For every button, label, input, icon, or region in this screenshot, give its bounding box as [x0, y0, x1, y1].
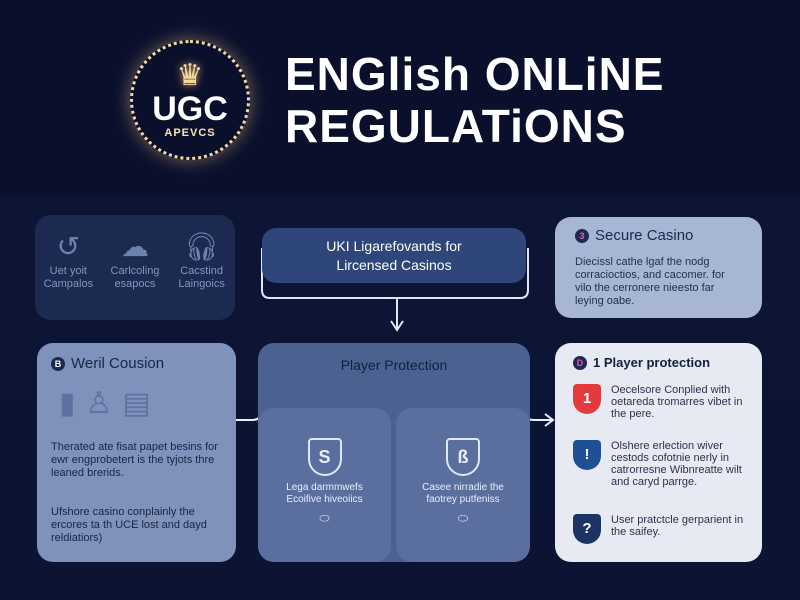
protection-item: 1 Oecelsore Conplied with oetareda tromar… [573, 384, 744, 420]
logo-text: UGC [152, 90, 228, 128]
shield-icon: ! [573, 440, 601, 470]
feature-label: Campalos [43, 278, 94, 290]
feature-label: esapocs [114, 278, 156, 290]
cloud-icon: ☁ [120, 231, 149, 262]
player-protection-card: D 1 Player protection 1 Oecelsore Conplied… [555, 343, 762, 562]
page-title: ENGlish ONLiNE REGULATiONS [285, 48, 664, 152]
info-card: B Weril Cousion ▮ ♙ ▤ Therated ate fisat pa… [37, 343, 236, 562]
subpanel-text: Casee nirradie the [422, 482, 504, 493]
header-line-2: Lircensed Casinos [336, 257, 452, 273]
number-badge: D [573, 355, 587, 370]
crown-icon: ♛ [176, 59, 204, 92]
subpanel-text: faotrey putfeniss [426, 494, 500, 505]
feature-label: Carlcoling [110, 265, 160, 277]
person-icon: ♙ [85, 387, 113, 420]
card-body: Diecissl cathe lgaf the nodg corraciocti… [575, 256, 725, 307]
building-icon: ▤ [122, 387, 151, 420]
item-text: User pratctcle gerparient in the saifey. [611, 514, 744, 538]
card-heading: Weril Cousion [71, 355, 165, 372]
protection-subpanel-left: S Lega darmmwefs Ecoifive hiveoiics ⬭ [258, 408, 391, 562]
logo-subtext: APEVCS [164, 127, 216, 139]
feature-label: Cacstind [180, 265, 224, 277]
card-body: Therated ate fisat papet besins for ewr … [51, 441, 218, 479]
subpanel-text: Lega darmmwefs [286, 482, 363, 493]
shield-icon: S [307, 438, 342, 476]
number-badge: B [51, 356, 65, 371]
protection-item: ! Olshere erlection wiver cestods cofotni… [573, 440, 744, 488]
feature-label: Uet yoit [49, 265, 87, 277]
pin-icon: ⬭ [319, 511, 330, 525]
ugc-logo: ♛ UGC APEVCS [130, 40, 250, 160]
number-badge: 3 [575, 228, 589, 243]
shield-icon: ? [573, 514, 601, 544]
shield-icon: ß [446, 438, 480, 476]
document-icon: ▮ [59, 387, 76, 420]
card-heading: Secure Casino [595, 227, 694, 244]
refresh-arrow-icon: ↺ [56, 231, 81, 262]
item-text: Olshere erlection wiver cestods cofotnie… [611, 440, 742, 488]
player-protection-panel: Player Protection S Lega darmmwefs Ecoif… [258, 343, 530, 562]
feature-label: Laingoics [178, 278, 225, 290]
card-heading: 1 Player protection [593, 355, 711, 370]
headphones-icon: 🎧︎ [183, 231, 220, 262]
protection-subpanel-right: ß Casee nirradie the faotrey putfeniss ⬭ [396, 408, 530, 562]
title-line-1: ENGlish ONLiNE [285, 48, 665, 100]
subpanel-text: Ecoifive hiveoiics [286, 494, 363, 505]
shield-icon: 1 [573, 384, 601, 414]
card-body: Ufshore casino conplainly the ercores ta… [51, 506, 207, 544]
licensed-casinos-header: UKI Ligarefovands for Lircensed Casinos [262, 228, 526, 283]
panel-heading: Player Protection [340, 357, 448, 373]
protection-item: ? User pratctcle gerparient in the saifey… [573, 514, 744, 544]
header-line-1: UKI Ligarefovands for [326, 238, 462, 254]
item-text: Oecelsore Conplied with oetareda tromarr… [611, 384, 743, 420]
title-line-2: REGULATiONS [285, 100, 627, 152]
pin-icon: ⬭ [457, 511, 469, 525]
secure-casino-card: 3 Secure Casino Diecissl cathe lgaf the n… [555, 217, 762, 318]
